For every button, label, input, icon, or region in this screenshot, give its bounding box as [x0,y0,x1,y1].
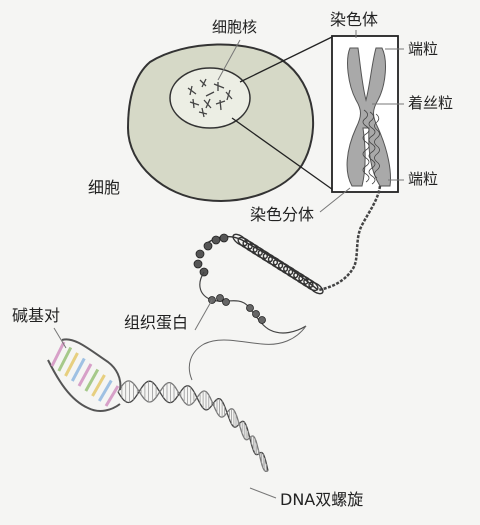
label-nucleus: 细胞核 [212,18,258,36]
leader-dna [249,487,277,499]
label-chromosome: 染色体 [330,10,379,29]
solenoid-coil [303,278,319,292]
solenoid-coil [308,281,324,295]
base-pair-rung [64,352,79,377]
base-pair-rung [70,357,86,382]
leader-histone [194,299,213,331]
nucleus [169,67,251,129]
label-chromatid: 染色分体 [250,205,315,224]
solenoid-coil [293,272,309,285]
nucleus-chromosomes [187,78,233,118]
base-pair-rung [84,368,100,392]
chromosome-chromatin [362,109,380,185]
chromosome-shape [346,47,391,187]
label-base-pair: 碱基对 [12,306,61,325]
solenoid-coil [232,233,248,247]
base-pair-ladder [47,338,122,412]
label-telomere-top: 端粒 [408,40,439,58]
solenoid-coil [283,265,299,279]
solenoid-coil [247,243,263,256]
solenoid-coil [242,240,258,253]
solenoid-coil [262,252,279,266]
solenoid-coil [298,275,314,288]
solenoid-coil [252,246,268,260]
base-pair-rung [98,379,113,402]
solenoid-coil [267,256,284,269]
chromatin-loops [199,271,307,334]
zoom-line-top [239,36,333,83]
leader-nucleus [217,39,241,81]
solenoid-coil [277,262,294,276]
solenoid-coil [257,249,273,263]
base-pair-rung [57,346,73,372]
nucleosome-beads [193,233,229,277]
solenoid-coil [272,259,289,272]
label-histone: 组织蛋白 [124,313,189,332]
base-pair-rung [91,374,106,397]
dna-helix [117,380,269,472]
base-pair-rung [104,385,120,407]
zoom-line-bottom [231,117,337,193]
chromatin-fiber-upper [317,185,382,292]
label-cell: 细胞 [88,178,121,197]
label-telomere-bottom: 端粒 [408,170,439,188]
dna-thread [188,325,307,381]
base-pair-rung [77,363,93,387]
leader-chromatid [319,187,351,213]
histone-clusters [208,294,266,324]
solenoid-coil [288,268,304,282]
label-dna: DNA双螺旋 [280,490,364,509]
base-pair-rung [50,341,66,367]
solenoid-coil [237,236,253,250]
leader-base-pair [53,327,67,349]
label-centromere: 着丝粒 [408,94,454,112]
